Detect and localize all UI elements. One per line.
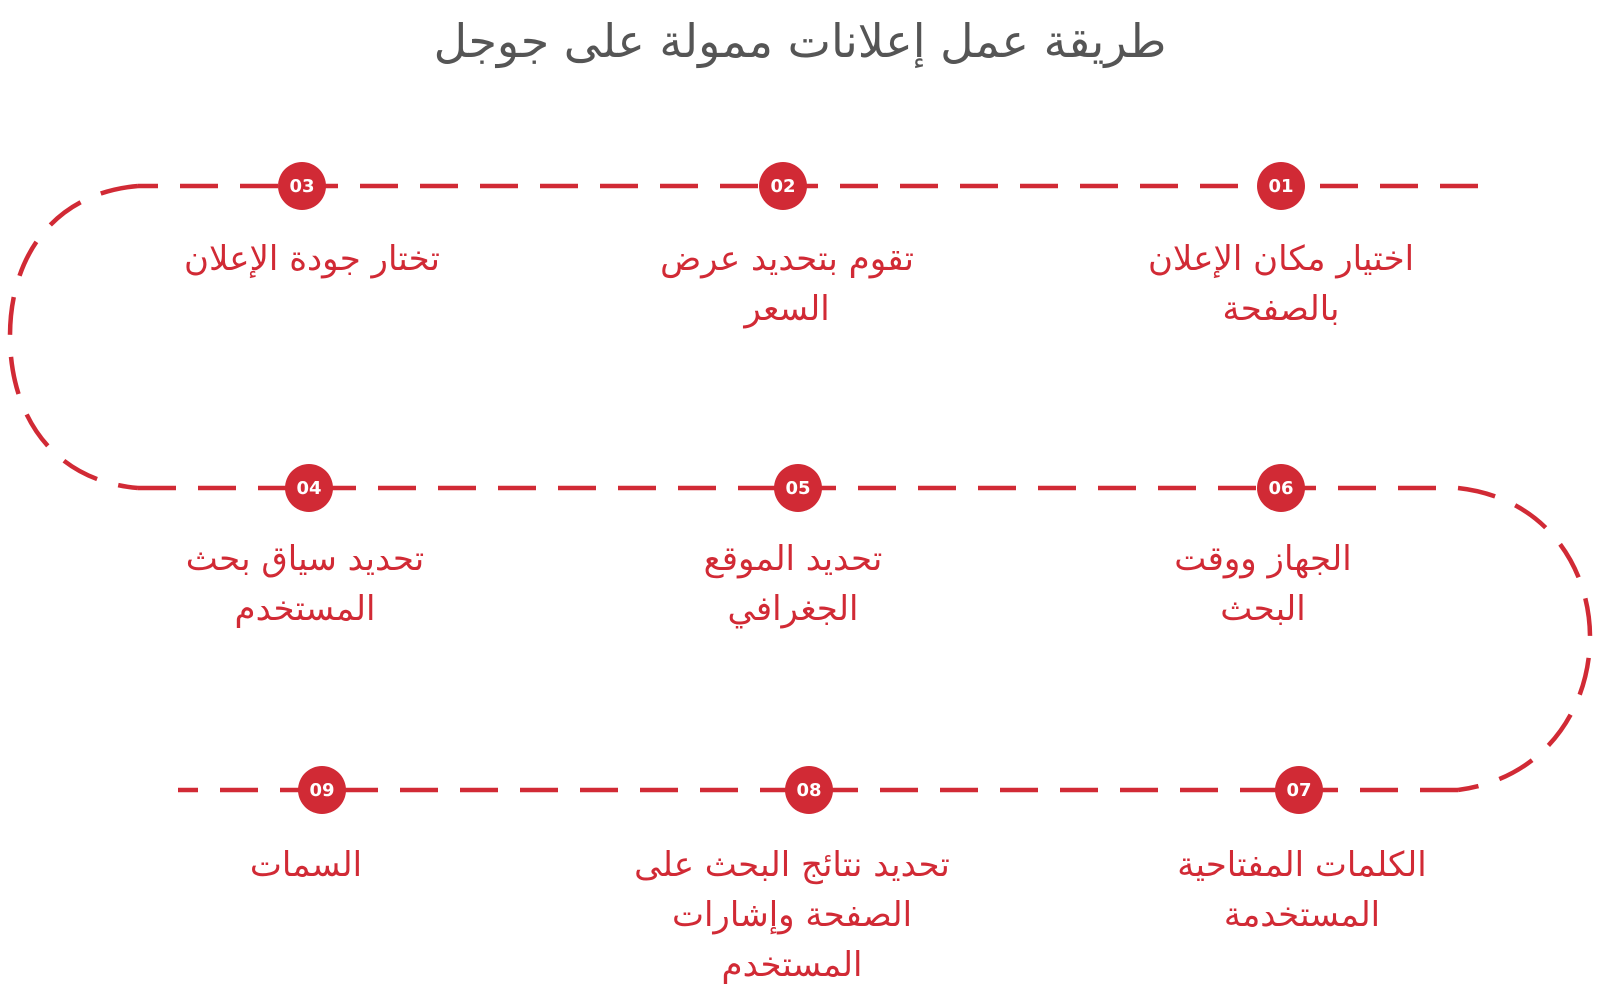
step-badge-06: 06	[1257, 464, 1305, 512]
step-badge-04: 04	[285, 464, 333, 512]
step-label-07: الكلمات المفتاحية المستخدمة	[1177, 845, 1427, 935]
step-number: 09	[309, 779, 335, 801]
step-label-02: تقوم بتحديد عرض السعر	[660, 239, 914, 329]
step-badge-03: 03	[278, 162, 326, 210]
step-label-09: السمات	[249, 845, 363, 885]
step-label-04: تحديد سياق بحث المستخدم	[185, 539, 425, 629]
path-left-loop	[7, 183, 139, 491]
step-number: 07	[1286, 779, 1312, 801]
step-badge-05: 05	[774, 464, 822, 512]
step-label-06: الجهاز ووقت البحث	[1174, 539, 1352, 629]
step-number: 06	[1268, 477, 1294, 499]
step-number: 01	[1268, 175, 1294, 197]
step-badge-08: 08	[785, 766, 833, 814]
diagram-title: طريقة عمل إعلانات ممولة على جوجل	[433, 14, 1167, 68]
step-badge-07: 07	[1275, 766, 1323, 814]
step-label-03: تختار جودة الإعلان	[184, 239, 440, 279]
step-number: 02	[770, 175, 796, 197]
path-right-loop	[1457, 485, 1593, 793]
step-number: 05	[785, 477, 811, 499]
step-label-05: تحديد الموقع الجغرافي	[703, 539, 883, 629]
step-label-01: اختيار مكان الإعلان بالصفحة	[1147, 239, 1415, 329]
step-badge-01: 01	[1257, 162, 1305, 210]
step-badge-09: 09	[298, 766, 346, 814]
step-number: 08	[796, 779, 822, 801]
step-number: 04	[296, 477, 322, 499]
step-label-08: تحديد نتائج البحث على الصفحة وإشارات الم…	[634, 845, 950, 985]
step-number: 03	[289, 175, 315, 197]
step-badge-02: 02	[759, 162, 807, 210]
